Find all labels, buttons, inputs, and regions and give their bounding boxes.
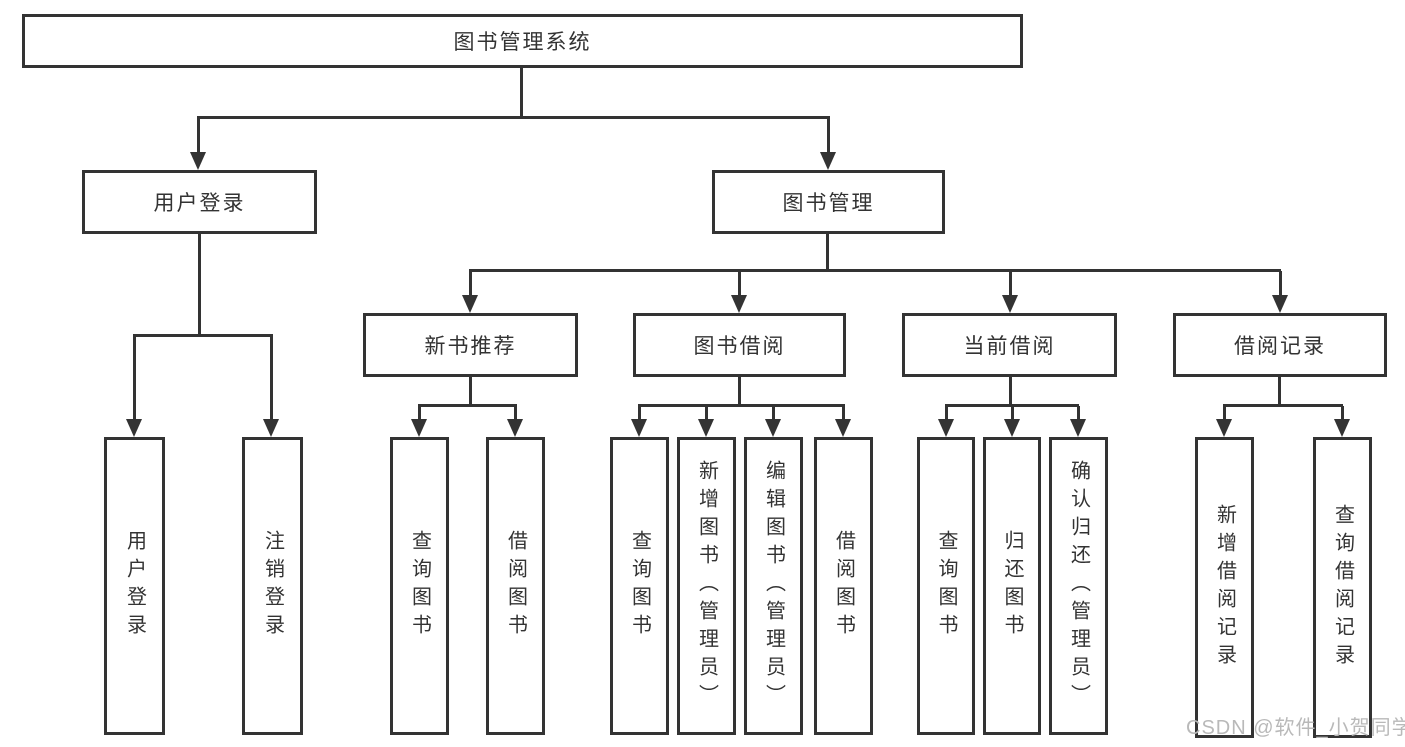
connector-line (1009, 377, 1012, 407)
leaf-label: 注销登录 (261, 530, 284, 642)
node-label: 当前借阅 (963, 335, 1056, 358)
leaf-label: 借阅图书 (504, 530, 527, 642)
connector-line (418, 404, 517, 407)
leaf-add-borrow-record: 新增借阅记录 (1195, 437, 1254, 738)
connector-line (198, 234, 201, 337)
leaf-label: 查询借阅记录 (1331, 503, 1354, 672)
leaf-label: 新增借阅记录 (1213, 503, 1236, 672)
connector-line (469, 269, 1281, 272)
node-label: 图书管理系统 (453, 31, 592, 54)
arrow-down-icon (126, 336, 142, 437)
arrow-down-icon (938, 406, 954, 437)
connector-line (520, 68, 523, 119)
node-book-management: 图书管理 (712, 170, 945, 234)
connector-line (469, 377, 472, 407)
leaf-label: 查询图书 (935, 530, 957, 642)
arrow-down-icon (765, 406, 781, 437)
arrow-down-icon (1002, 271, 1018, 313)
arrow-down-icon (190, 118, 206, 170)
leaf-query-borrow-record: 查询借阅记录 (1313, 437, 1372, 738)
arrow-down-icon (1070, 406, 1086, 437)
leaf-label: 确认归还（管理员） (1067, 460, 1090, 712)
arrow-down-icon (1272, 271, 1288, 313)
connector-line (945, 404, 1079, 407)
arrow-down-icon (835, 406, 851, 437)
arrow-down-icon (631, 406, 647, 437)
arrow-down-icon (698, 406, 714, 437)
watermark: CSDN @软件_小贺同学 (1186, 717, 1405, 739)
connector-line (1278, 377, 1281, 407)
node-label: 图书借阅 (693, 335, 786, 358)
arrow-down-icon (1334, 406, 1350, 437)
leaf-confirm-return-admin: 确认归还（管理员） (1049, 437, 1108, 735)
leaf-return-books: 归还图书 (983, 437, 1041, 735)
node-label: 图书管理 (782, 192, 875, 215)
node-borrowing-records: 借阅记录 (1173, 313, 1387, 377)
leaf-edit-books-admin: 编辑图书（管理员） (744, 437, 803, 735)
node-book-borrowing: 图书借阅 (633, 313, 846, 377)
arrow-down-icon (1216, 406, 1232, 437)
connector-line (133, 334, 273, 337)
leaf-query-books: 查询图书 (390, 437, 449, 735)
node-label: 新书推荐 (424, 335, 517, 358)
leaf-borrow-books: 借阅图书 (486, 437, 545, 735)
node-label: 借阅记录 (1234, 335, 1326, 358)
connector-line (638, 404, 845, 407)
node-new-book-recommend: 新书推荐 (363, 313, 578, 377)
leaf-user-login: 用户登录 (104, 437, 165, 735)
node-user-login: 用户登录 (82, 170, 317, 234)
node-current-borrowing: 当前借阅 (902, 313, 1117, 377)
leaf-label: 查询图书 (628, 530, 651, 642)
leaf-label: 用户登录 (123, 530, 146, 642)
leaf-label: 编辑图书（管理员） (762, 460, 785, 712)
arrow-down-icon (411, 406, 427, 437)
arrow-down-icon (462, 271, 478, 313)
leaf-label: 归还图书 (1001, 530, 1023, 642)
connector-line (1223, 404, 1343, 407)
connector-line (826, 234, 829, 272)
leaf-borrow-books: 借阅图书 (814, 437, 873, 735)
leaf-query-books: 查询图书 (917, 437, 975, 735)
arrow-down-icon (820, 118, 836, 170)
connector-line (738, 377, 741, 407)
leaf-query-books: 查询图书 (610, 437, 669, 735)
arrow-down-icon (731, 271, 747, 313)
leaf-logout: 注销登录 (242, 437, 303, 735)
node-label: 用户登录 (153, 192, 246, 215)
leaf-label: 查询图书 (408, 530, 431, 642)
leaf-label: 借阅图书 (832, 530, 855, 642)
arrow-down-icon (507, 406, 523, 437)
arrow-down-icon (1004, 406, 1020, 437)
leaf-add-books-admin: 新增图书（管理员） (677, 437, 736, 735)
leaf-label: 新增图书（管理员） (695, 460, 718, 712)
arrow-down-icon (263, 336, 279, 437)
node-library-management-system: 图书管理系统 (22, 14, 1023, 68)
connector-line (197, 116, 830, 119)
